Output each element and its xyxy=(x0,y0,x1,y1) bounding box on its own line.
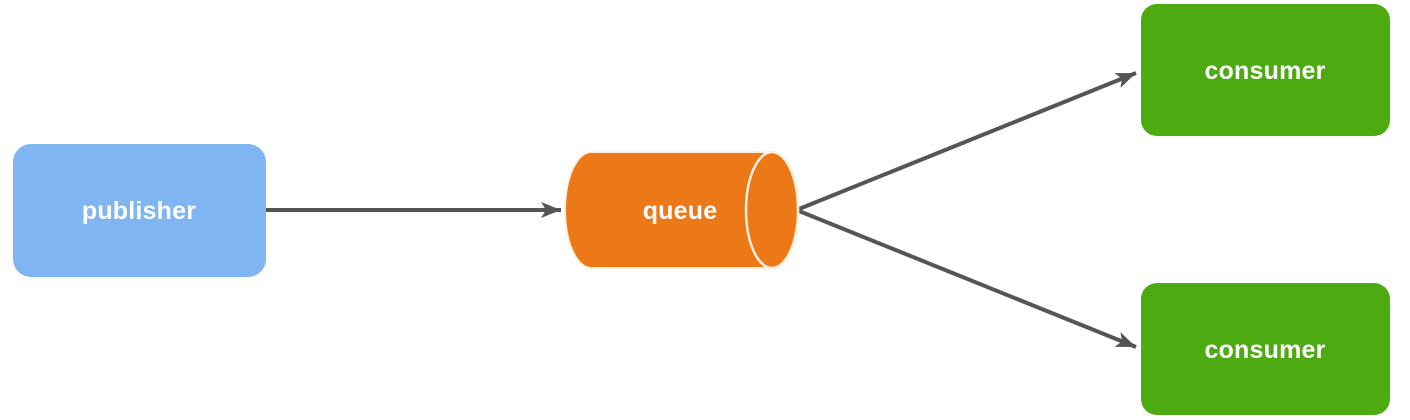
consumer-bottom-label: consumer xyxy=(1204,336,1325,364)
queue-cylinder-body xyxy=(565,152,798,268)
arrow-queue-to-consumer-top xyxy=(798,71,1137,211)
consumer-node-top: consumer xyxy=(1141,4,1390,136)
queue-cylinder-rim xyxy=(744,150,800,270)
consumer-top-box xyxy=(1141,4,1390,136)
queue-label: queue xyxy=(643,197,718,225)
consumer-bottom-box xyxy=(1141,283,1390,415)
queue-node: queue xyxy=(564,150,800,270)
consumer-top-label: consumer xyxy=(1204,57,1325,85)
publisher-label: publisher xyxy=(82,197,196,225)
consumer-node-bottom: consumer xyxy=(1141,283,1390,415)
publisher-node: publisher xyxy=(13,144,266,277)
publisher-box xyxy=(13,144,266,277)
arrow-queue-to-consumer-bottom xyxy=(798,209,1137,349)
